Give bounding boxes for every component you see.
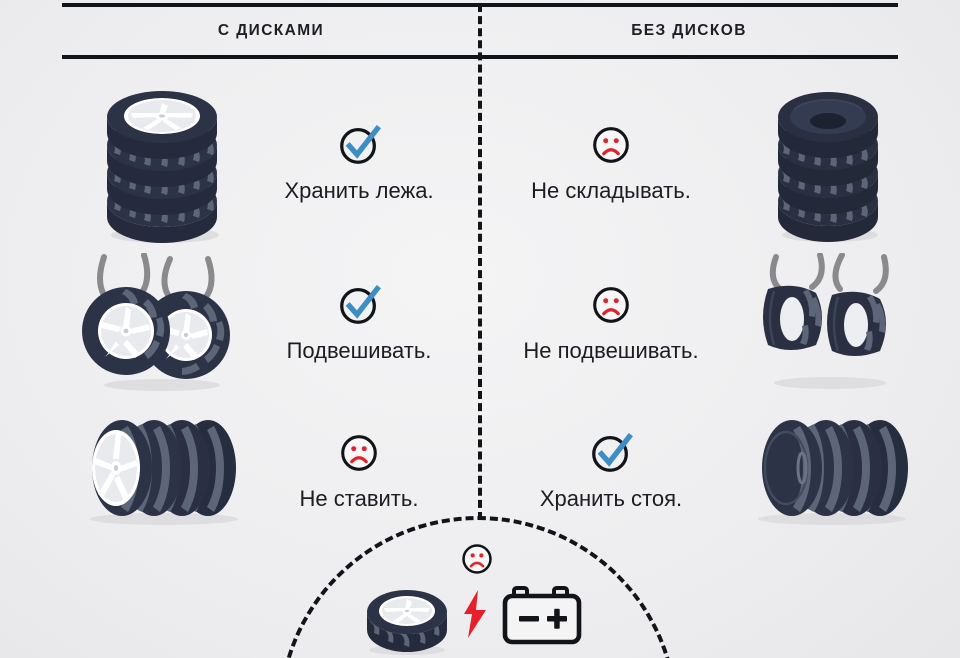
- row-standing-storage: Не ставить. Хранить стоя.: [0, 408, 960, 533]
- column-header-without-rims: БЕЗ ДИСКОВ: [631, 22, 747, 39]
- verdict-standing-with-rims: Не ставить.: [240, 408, 478, 533]
- row-hanging-storage: Подвешивать. Не подвешивать.: [0, 248, 960, 398]
- verdict-lying-with-rims: Хранить лежа.: [240, 80, 478, 245]
- single-wheel-with-rim-icon: [367, 590, 447, 655]
- bottom-warning-group: [350, 540, 610, 658]
- sad-face-icon: [593, 287, 629, 323]
- art-stacked-tires-no-rims: [730, 80, 930, 245]
- lightning-bolt-icon: [464, 590, 486, 638]
- art-stacked-wheels-with-rims: [62, 80, 262, 245]
- sad-face-icon: [341, 434, 377, 471]
- stacked-tires-no-rims-icon: [778, 91, 878, 242]
- row-label: Не ставить.: [299, 485, 419, 511]
- art-standing-tires-no-rims: [730, 408, 930, 533]
- verdict-hanging-without-rims: Не подвешивать.: [482, 248, 740, 398]
- check-circle-icon: [340, 284, 381, 324]
- check-circle-icon: [592, 432, 633, 472]
- check-circle-icon: [340, 124, 381, 164]
- column-header-with-rims: С ДИСКАМИ: [217, 22, 325, 39]
- row-label: Подвешивать.: [286, 338, 432, 363]
- art-hanging-wheels-with-rims: [62, 248, 262, 398]
- verdict-standing-without-rims: Хранить стоя.: [482, 408, 740, 533]
- hanging-tires-no-rims-icon: [763, 253, 889, 389]
- column-divider: [478, 4, 482, 520]
- row-label: Не подвешивать.: [523, 338, 699, 363]
- verdict-stacking-without-rims: Не складывать.: [482, 80, 740, 245]
- car-battery-icon: [502, 586, 582, 645]
- row-label: Хранить лежа.: [284, 177, 434, 203]
- row-lying-storage: Хранить лежа. Не складывать.: [0, 80, 960, 245]
- standing-tires-no-rims-icon: [758, 419, 908, 525]
- hanging-wheels-with-rims-icon: [82, 253, 230, 391]
- art-standing-wheels-with-rims: [62, 408, 262, 533]
- art-hanging-tires-no-rims: [730, 248, 930, 398]
- sad-face-icon: [593, 126, 629, 163]
- sad-face-icon: [462, 544, 492, 574]
- battery-minus-terminal: [519, 616, 539, 622]
- standing-wheels-with-rims-icon: [90, 419, 238, 525]
- row-label: Не складывать.: [531, 177, 691, 203]
- stacked-wheels-with-rims-icon: [107, 90, 219, 243]
- verdict-hanging-with-rims: Подвешивать.: [240, 248, 478, 398]
- row-label: Хранить стоя.: [539, 485, 683, 511]
